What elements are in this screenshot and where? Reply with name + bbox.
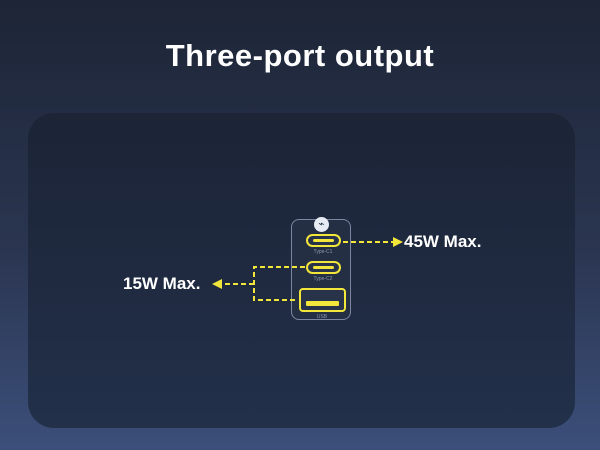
- usb-port: [299, 288, 346, 312]
- c2-usb-output-line: [253, 266, 305, 301]
- type-c2-port: [306, 261, 341, 274]
- type-c1-port: [306, 234, 341, 247]
- type-c1-label: Type-C1: [313, 249, 333, 255]
- type-c2-label: Type-C2: [313, 276, 333, 282]
- arrow-left-icon: [212, 279, 222, 289]
- baseus-logo-icon: ⌁: [314, 217, 329, 232]
- arrow-right-icon: [393, 237, 403, 247]
- page-title: Three-port output: [165, 38, 435, 73]
- high-output-label: 45W Max.: [404, 232, 482, 251]
- low-output-label: 15W Max.: [123, 274, 201, 293]
- usb-label: USB: [316, 314, 328, 320]
